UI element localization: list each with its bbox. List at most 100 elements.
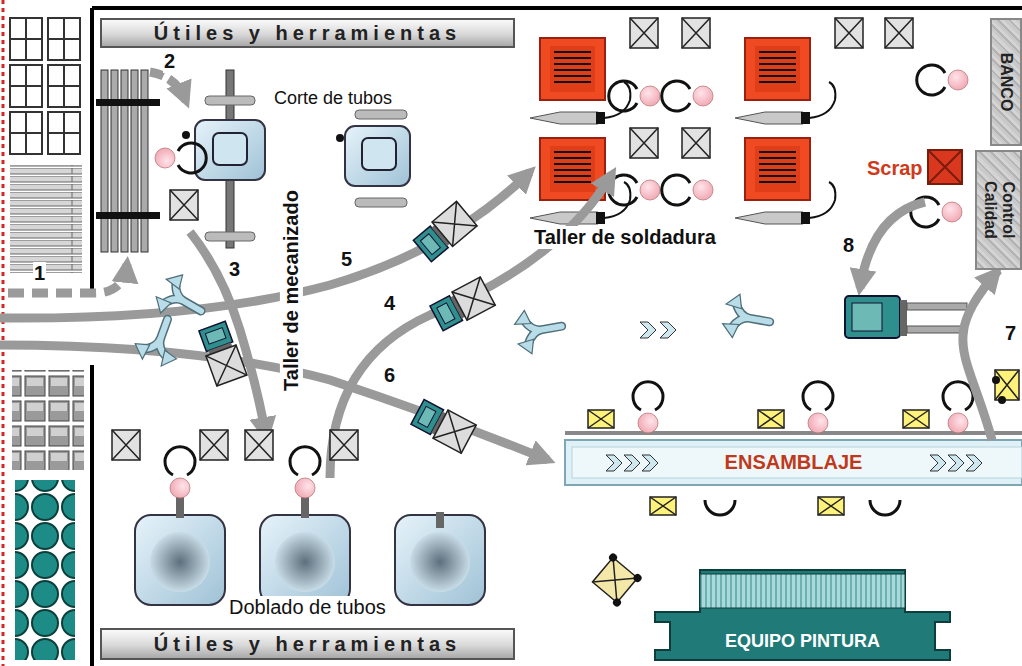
storage-area <box>10 112 42 154</box>
bending-machine <box>301 496 309 518</box>
bending-machine <box>200 430 228 460</box>
paint-equipment <box>587 552 950 660</box>
cutting-machine <box>362 138 396 170</box>
forklift <box>197 321 247 386</box>
forklift <box>410 398 476 453</box>
storage-area <box>10 65 42 107</box>
split-arrow <box>131 312 188 370</box>
callout-number: 7 <box>1004 322 1017 345</box>
flow-arrow <box>150 72 186 101</box>
bending-machine <box>165 447 195 498</box>
tool-bar: Útiles y herramientas <box>100 628 515 660</box>
tube-rack <box>111 70 118 252</box>
welding-station <box>885 18 913 48</box>
paint-equipment <box>700 574 905 608</box>
storage-area <box>48 18 80 60</box>
tube-rack <box>96 70 160 252</box>
storage-area <box>48 65 80 107</box>
paint-box: EQUIPO PINTURA <box>655 570 950 660</box>
welding-station <box>917 65 968 95</box>
callout-number: 4 <box>383 292 396 315</box>
callout-number: 5 <box>340 248 353 271</box>
tube-rack <box>131 70 138 252</box>
assembly-line <box>803 382 833 433</box>
storage-area <box>10 18 42 60</box>
node-text: ENSAMBLAJE <box>725 451 863 474</box>
bending-machine <box>260 515 350 605</box>
assembly-line <box>818 497 844 515</box>
callout-number: 6 <box>383 364 396 387</box>
forklift <box>852 303 882 331</box>
assembly-line <box>642 455 658 471</box>
bending-machine <box>410 532 470 592</box>
welding-station <box>735 38 835 124</box>
site-boundary <box>92 6 1022 10</box>
flow-arrow <box>0 345 548 460</box>
callout-number: 8 <box>842 234 855 257</box>
bending-machine <box>176 496 184 518</box>
node-text: BANCO <box>997 22 1015 142</box>
node-text: Útiles y herramientas <box>154 633 461 656</box>
welding-station <box>835 18 863 48</box>
welding-station <box>609 81 660 111</box>
assembly-line <box>650 497 676 515</box>
storage-area <box>10 165 82 273</box>
assembly-line <box>948 455 964 471</box>
paint-equipment <box>632 572 643 583</box>
tube-rack <box>96 99 160 106</box>
paint-equipment <box>587 552 643 608</box>
split-arrow <box>513 305 566 356</box>
flow-chevron <box>640 322 656 338</box>
split-arrow <box>721 292 774 343</box>
area-label: Corte de tubos <box>273 88 393 109</box>
welding-station <box>662 81 713 111</box>
forklift <box>429 277 495 332</box>
forklift <box>845 296 900 338</box>
paint-equipment <box>611 597 622 608</box>
flow-arrow <box>860 202 925 288</box>
paint-equipment <box>655 570 950 660</box>
area-label: Doblado de tubos <box>228 596 387 619</box>
bending-machine <box>135 515 225 605</box>
welding-station <box>682 18 710 48</box>
cutting-machine <box>205 232 255 241</box>
welding-station <box>662 175 713 205</box>
forklift <box>900 300 907 336</box>
site-boundary <box>90 365 94 666</box>
assembly-line <box>705 500 735 515</box>
scrap-bin <box>928 150 962 184</box>
tube-rack <box>141 70 148 252</box>
site-boundary <box>90 8 94 290</box>
assembly-line <box>992 376 1000 384</box>
welding-station <box>630 18 658 48</box>
welding-station <box>530 38 630 124</box>
welding-station <box>609 175 660 205</box>
flow-arrow <box>8 264 127 293</box>
storage-area <box>15 480 75 660</box>
assembly-line <box>870 500 900 515</box>
assembly-line <box>930 455 946 471</box>
cutting-machine <box>170 190 198 220</box>
assembly-line <box>606 455 622 471</box>
flow-arrow <box>190 232 266 436</box>
assembly-line <box>588 410 614 428</box>
bending-machine <box>436 512 444 528</box>
forklift <box>907 326 967 333</box>
cutting-machine <box>355 198 407 207</box>
cutting-machine <box>336 134 344 142</box>
storage-area <box>10 18 84 660</box>
node-text: EQUIPO PINTURA <box>725 631 880 652</box>
cutting-machine <box>345 126 410 186</box>
bending-machine <box>330 430 358 460</box>
forklift <box>197 201 967 453</box>
paint-equipment <box>592 557 637 602</box>
flow-chevron <box>660 322 676 338</box>
bank-area: BANCO <box>990 18 1022 146</box>
flow-chevron <box>640 322 676 338</box>
split-arrow <box>131 269 773 370</box>
assembly-line <box>943 382 973 433</box>
cutting-machine <box>355 110 407 119</box>
